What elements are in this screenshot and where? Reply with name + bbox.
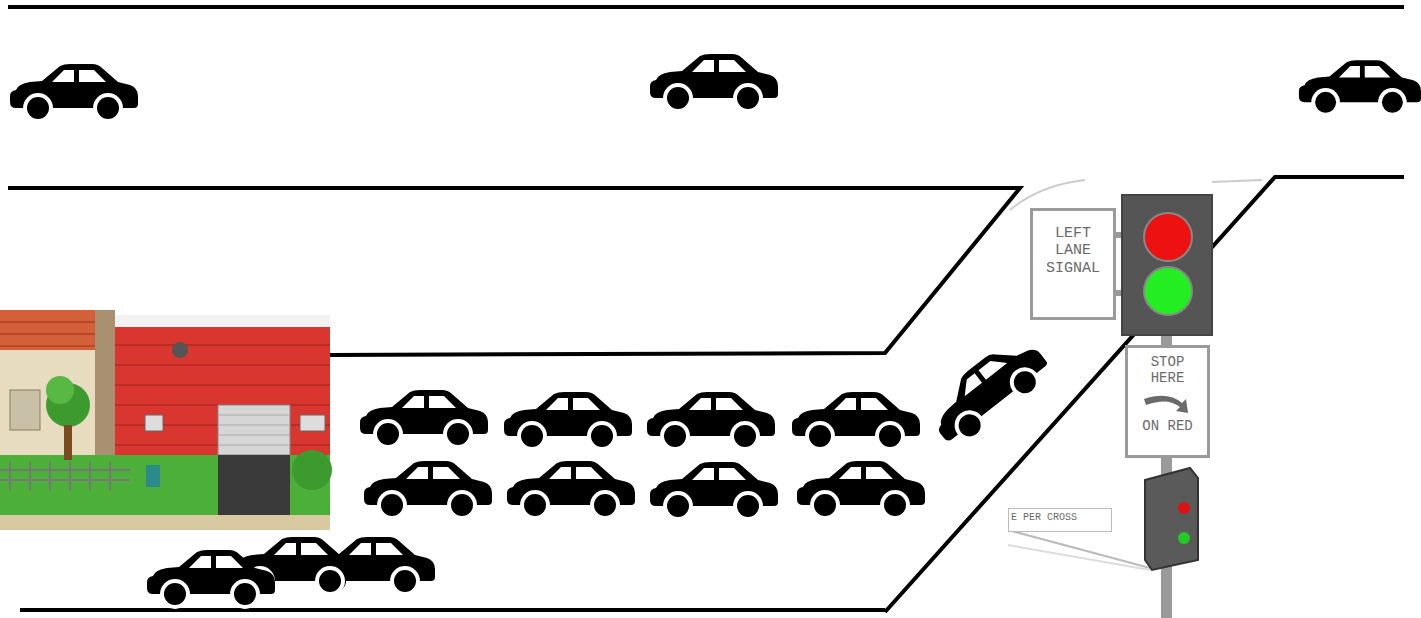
turning-car	[921, 329, 1058, 454]
road-sign: STOP HERE ON RED	[1125, 345, 1210, 458]
trash-bin	[146, 465, 160, 487]
car	[507, 461, 635, 520]
house-illustration	[0, 310, 332, 530]
house-roof	[0, 310, 100, 350]
car	[650, 462, 778, 521]
road-edge	[20, 608, 885, 612]
car	[364, 461, 492, 520]
sign-wire	[1008, 545, 1150, 570]
road-sign: LEFT LANE SIGNAL	[1030, 208, 1116, 320]
garage-slats	[218, 415, 290, 445]
signal-head	[1122, 195, 1212, 335]
car	[360, 390, 488, 449]
green-light	[1144, 267, 1192, 315]
sign-text: E PER CROSS	[1011, 512, 1111, 524]
barn-siding	[115, 345, 330, 465]
lawn	[0, 455, 218, 515]
traffic-signal	[1008, 180, 1262, 618]
car	[1299, 60, 1421, 116]
garage-door	[218, 405, 290, 455]
cars	[10, 54, 1421, 609]
car	[147, 550, 275, 609]
tree	[292, 450, 332, 490]
barn-window	[145, 415, 163, 431]
road-sign: E PER CROSS	[1008, 508, 1112, 532]
sign-text: LEFT LANE SIGNAL	[1042, 225, 1104, 277]
fence	[0, 462, 130, 490]
barn-window	[300, 415, 325, 431]
car	[797, 461, 925, 520]
barn-trim	[115, 315, 330, 327]
house-window	[10, 390, 40, 430]
turn-arrow-shape	[1144, 396, 1188, 413]
tree-trunk	[64, 425, 72, 460]
car	[792, 392, 920, 451]
road-edge	[8, 5, 1404, 9]
car	[10, 64, 138, 123]
ped-green-light	[1178, 532, 1190, 544]
roof-tiles	[0, 322, 100, 346]
car	[650, 54, 778, 113]
ped-red-light	[1178, 502, 1190, 514]
signal-wire	[1212, 180, 1262, 182]
sidewalk-wall	[0, 515, 330, 530]
barn-lamp	[172, 342, 188, 358]
pedestrian-signal	[1145, 468, 1198, 570]
tree	[46, 376, 74, 404]
sign-text: STOP HERE	[1138, 354, 1198, 386]
car	[504, 392, 632, 451]
red-light	[1144, 213, 1192, 261]
turn-arrow	[1138, 387, 1198, 417]
car	[647, 392, 775, 451]
sign-text: ON RED	[1138, 418, 1198, 434]
road-edge	[885, 177, 1404, 612]
signal-wire	[1010, 180, 1085, 210]
